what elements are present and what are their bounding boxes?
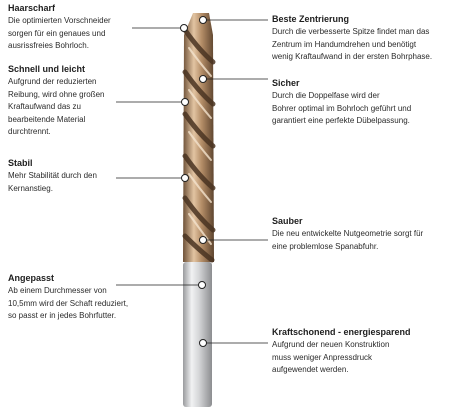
circle-marker-icon xyxy=(181,174,189,182)
drill-bit-illustration xyxy=(182,13,216,407)
callout-sauber: Sauber Die neu entwickelte Nutgeometrie … xyxy=(272,215,457,253)
drill-flute-body xyxy=(183,13,214,262)
callout-text: Die neu entwickelte Nutgeometrie sorgt f… xyxy=(272,228,457,253)
callout-zentrierung: Beste Zentrierung Durch die verbesserte … xyxy=(272,13,457,64)
callout-line: ausrissfreies Bohrloch. xyxy=(8,41,89,51)
callout-line: Aufgrund der reduzierten xyxy=(8,77,97,86)
callout-line: Zentrum im Handumdrehen und benötigt xyxy=(272,39,417,49)
callout-line: sorgen für ein genaues und xyxy=(8,28,106,38)
callout-stabil: Stabil Mehr Stabilität durch den Kernans… xyxy=(8,157,138,195)
callout-title: Sicher xyxy=(272,78,300,88)
drill-flute-highlights xyxy=(188,47,212,245)
callout-line: Kraftaufwand das zu xyxy=(8,102,81,112)
callout-line: Die optimierten Vorschneider xyxy=(8,16,111,25)
callout-title: Schnell und leicht xyxy=(8,64,86,74)
callout-line: Reibung, wird ohne großen xyxy=(8,89,105,99)
callout-kraftschonend: Kraftschonend - energiesparend Aufgrund … xyxy=(272,326,457,377)
callout-markers xyxy=(180,16,207,347)
callout-text: Mehr Stabilität durch den Kernanstieg. xyxy=(8,170,138,195)
callout-line: Kernanstieg. xyxy=(8,183,53,193)
callout-text: Aufgrund der reduzierten Reibung, wird o… xyxy=(8,76,138,139)
callout-line: bearbeitende Material xyxy=(8,114,86,124)
drill-shank xyxy=(183,262,212,407)
callout-text: Durch die Doppelfase wird der Bohrer opt… xyxy=(272,90,457,128)
callout-text: Aufgrund der neuen Konstruktion muss wen… xyxy=(272,339,457,377)
callout-line: Ab einem Durchmesser von xyxy=(8,286,107,295)
callout-line: garantiert eine perfekte Dübelpassung. xyxy=(272,116,410,126)
callout-text: Durch die verbesserte Spitze findet man … xyxy=(272,26,457,64)
callout-line: Die neu entwickelte Nutgeometrie sorgt f… xyxy=(272,229,424,238)
callout-title: Sauber xyxy=(272,216,303,226)
callout-leader-lines xyxy=(116,19,268,344)
callout-angepasst: Angepasst Ab einem Durchmesser von 10,5m… xyxy=(8,272,158,323)
circle-marker-icon xyxy=(199,16,207,24)
callout-title: Haarscharf xyxy=(8,3,56,13)
callout-title: Stabil xyxy=(8,158,33,168)
callout-line: Mehr Stabilität durch den xyxy=(8,171,97,180)
callout-line: Durch die Doppelfase wird der xyxy=(272,91,380,100)
callout-title: Kraftschonend - energiesparend xyxy=(272,327,411,337)
circle-marker-icon xyxy=(199,236,207,244)
callout-line: durchtrennt. xyxy=(8,127,51,137)
callout-text: Die optimierten Vorschneider sorgen für … xyxy=(8,15,143,53)
circle-marker-icon xyxy=(181,98,189,106)
circle-marker-icon xyxy=(199,339,207,347)
callout-line: eine problemlose Spanabfuhr. xyxy=(272,241,379,251)
callout-line: 10,5mm wird der Schaft reduziert, xyxy=(8,298,129,308)
callout-line: Aufgrund der neuen Konstruktion xyxy=(272,340,390,349)
circle-marker-icon xyxy=(198,281,206,289)
callout-haarscharf: Haarscharf Die optimierten Vorschneider … xyxy=(8,2,143,53)
callout-line: aufgewendet werden. xyxy=(272,365,349,375)
callout-line: Durch die verbesserte Spitze findet man … xyxy=(272,27,430,36)
circle-marker-icon xyxy=(199,75,207,83)
callout-line: Bohrer optimal im Bohrloch geführt und xyxy=(272,103,412,113)
callout-line: so passt er in jedes Bohrfutter. xyxy=(8,311,117,321)
callout-title: Angepasst xyxy=(8,273,55,283)
drill-flute-grooves xyxy=(182,27,216,263)
circle-marker-icon xyxy=(180,24,188,32)
callout-sicher: Sicher Durch die Doppelfase wird der Boh… xyxy=(272,77,457,128)
callout-line: muss weniger Anpressdruck xyxy=(272,352,373,362)
callout-text: Ab einem Durchmesser von 10,5mm wird der… xyxy=(8,285,158,323)
callout-title: Beste Zentrierung xyxy=(272,14,350,24)
callout-schnell: Schnell und leicht Aufgrund der reduzier… xyxy=(8,63,138,139)
callout-line: wenig Kraftaufwand in der ersten Bohrpha… xyxy=(272,52,433,62)
